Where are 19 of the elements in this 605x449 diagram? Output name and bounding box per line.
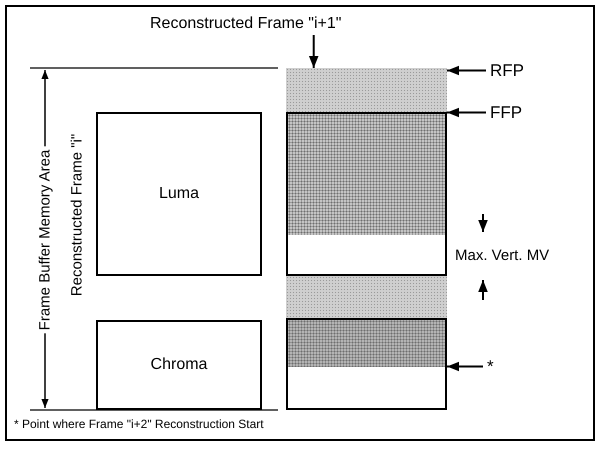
arrow: [447, 108, 486, 118]
arrow: [447, 66, 486, 76]
memory-block: [96, 112, 262, 276]
frame-title: Reconstructed Frame "i+1": [150, 16, 342, 32]
block-label: Luma: [158, 185, 200, 203]
dimension-label: Frame Buffer Memory Area: [38, 146, 52, 334]
frame-buffer-block: [286, 112, 447, 276]
pointer-label: FFP: [490, 104, 522, 121]
shaded-buffer-band: [286, 276, 447, 318]
shaded-buffer-band: [286, 68, 447, 112]
pointer-label: *: [487, 358, 494, 375]
pointer-label: RFP: [490, 62, 524, 79]
footnote: * Point where Frame "i+2" Reconstruction Start: [14, 418, 264, 430]
frame-buffer-block: [286, 318, 447, 410]
dimension-label: Max. Vert. MV: [455, 248, 550, 263]
arrow: [308, 35, 319, 68]
arrow: [447, 362, 483, 372]
block-label: Chroma: [150, 356, 208, 374]
memory-block: [96, 320, 262, 410]
